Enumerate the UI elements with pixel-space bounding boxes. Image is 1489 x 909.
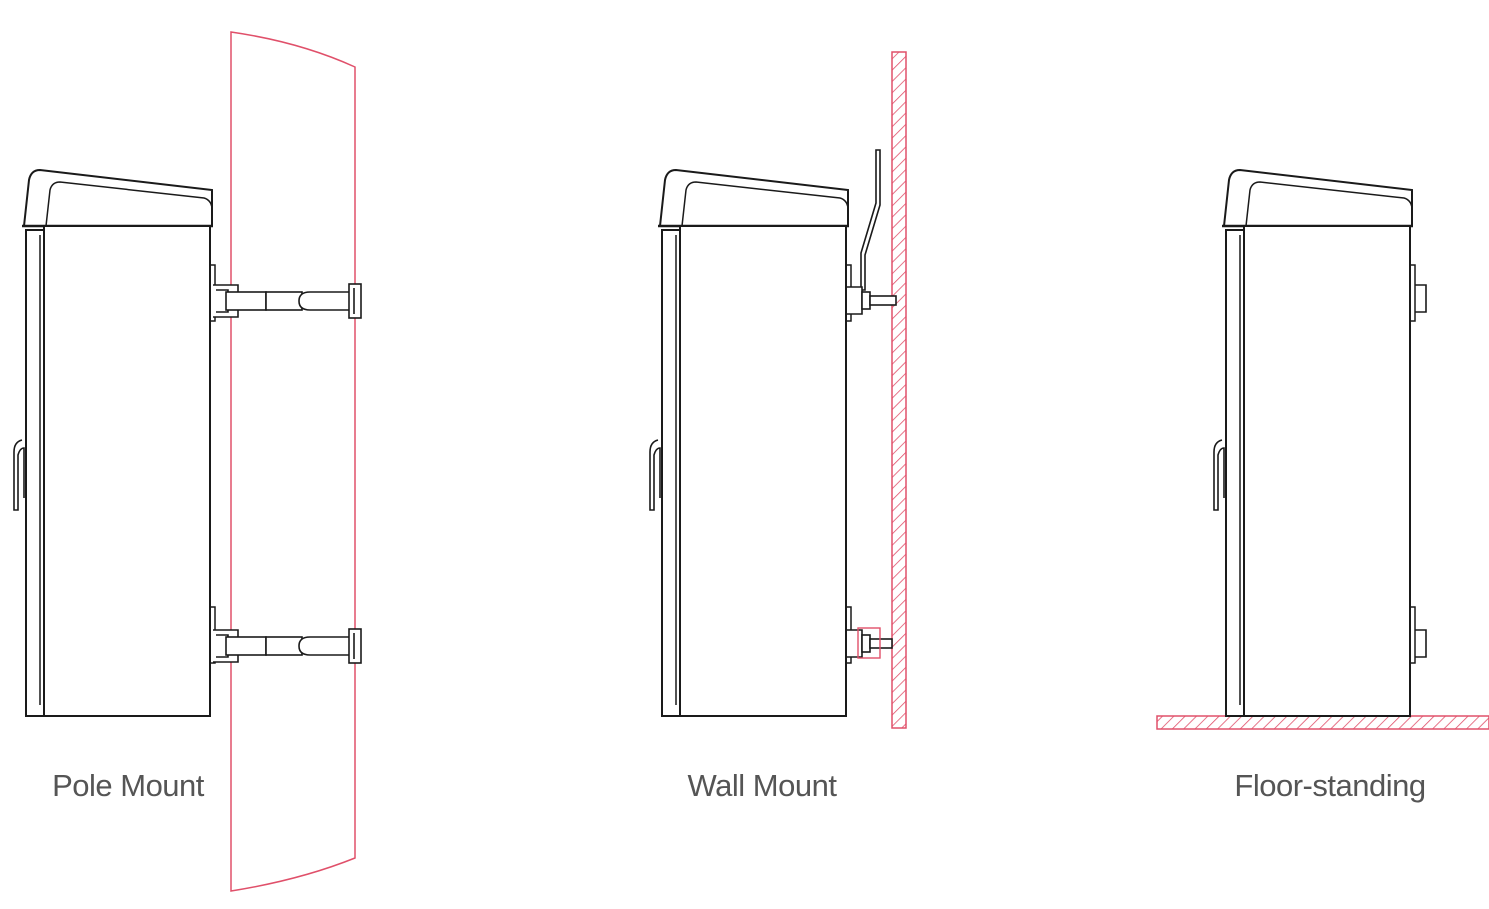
label-pole-mount: Pole Mount — [52, 768, 204, 803]
floor-side-hooks — [1415, 284, 1427, 658]
cabinet-pole — [12, 168, 217, 718]
wall — [891, 51, 907, 729]
pole-bracket-upper — [212, 283, 362, 319]
pole-mount-illustration — [12, 31, 362, 892]
label-wall-mount: Wall Mount — [687, 768, 837, 803]
pole-bracket-lower — [212, 628, 362, 664]
floor — [1156, 715, 1489, 730]
wall-mount-illustration — [648, 51, 907, 729]
cabinet-floor — [1212, 168, 1417, 718]
wall-bracket-lower — [847, 627, 893, 659]
wall-bracket-upper — [847, 149, 897, 315]
floor-standing-illustration — [1156, 168, 1489, 730]
cabinet-wall — [648, 168, 853, 718]
label-floor-standing: Floor-standing — [1234, 768, 1426, 803]
pole — [230, 31, 356, 892]
